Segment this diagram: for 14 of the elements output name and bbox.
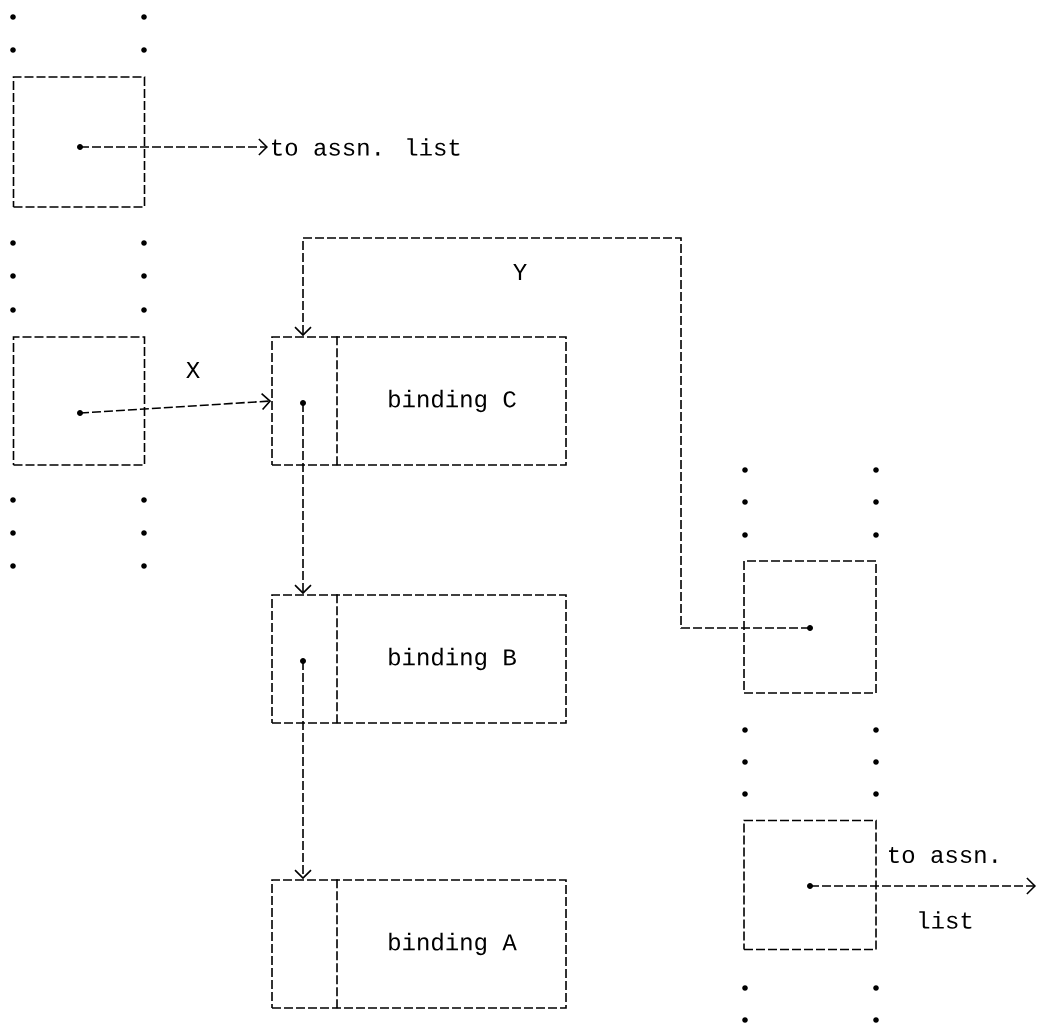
arrow [809,877,1036,895]
pointer-label: to assn. [889,846,997,864]
edge-label: X [183,360,203,380]
arrow [294,660,312,880]
binding-box: binding C [271,335,567,467]
arrow [79,392,272,414]
binding-box: binding B [271,593,567,725]
arrow [294,402,312,595]
edge-label: Y [510,262,530,282]
arrow [294,237,811,629]
pointer-label: to assn. list [272,138,460,156]
pointer-label: list [919,911,972,929]
binding-box: binding A [271,878,567,1010]
arrow [79,138,268,156]
